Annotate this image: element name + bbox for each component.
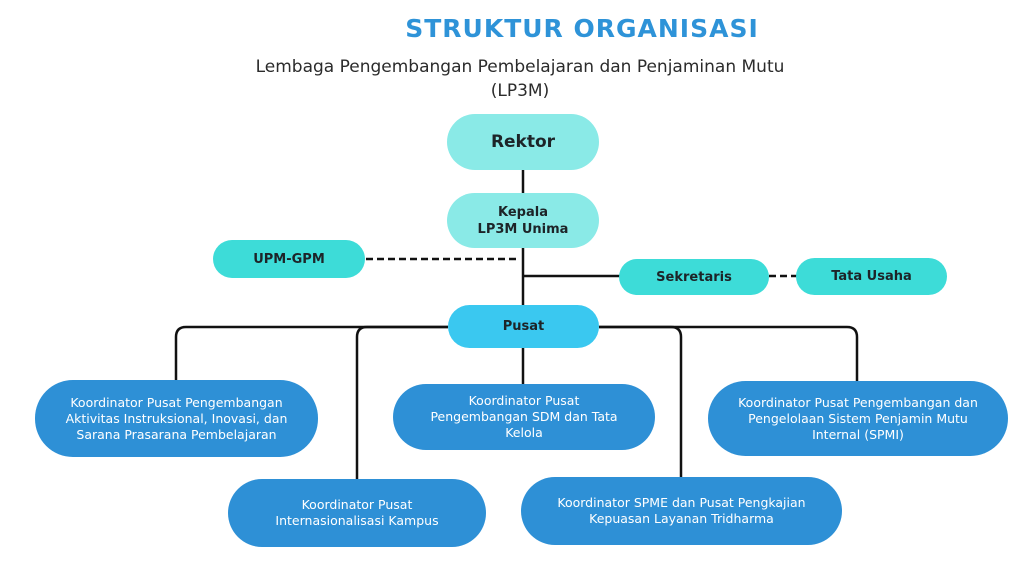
node-koordinator-sdm: Koordinator Pusat Pengembangan SDM dan T… [393, 384, 655, 450]
node-kepala-label: Kepala LP3M Unima [477, 204, 569, 237]
subtitle-line-2: (LP3M) [490, 81, 550, 101]
node-tata-usaha: Tata Usaha [796, 258, 947, 295]
branch-left [174, 325, 448, 381]
node-koordinator-aktivitas: Koordinator Pusat Pengembangan Aktivitas… [35, 380, 318, 457]
node-koordinator-spmi: Koordinator Pusat Pengembangan dan Penge… [708, 381, 1008, 456]
node-sekretaris: Sekretaris [619, 259, 769, 295]
chart-title: STRUKTUR ORGANISASI [405, 14, 759, 43]
node-koordinator-internasionalisasi-label: Koordinator Pusat Internasionalisasi Kam… [275, 497, 439, 528]
branch-left-inner [355, 325, 448, 479]
node-kepala: Kepala LP3M Unima [447, 193, 599, 248]
node-koordinator-internasionalisasi: Koordinator Pusat Internasionalisasi Kam… [228, 479, 486, 547]
node-koordinator-spme-label: Koordinator SPME dan Pusat Pengkajian Ke… [557, 495, 806, 526]
node-koordinator-aktivitas-label: Koordinator Pusat Pengembangan Aktivitas… [65, 394, 288, 442]
subtitle-line-1: Lembaga Pengembangan Pembelajaran dan Pe… [255, 57, 785, 77]
node-koordinator-spme: Koordinator SPME dan Pusat Pengkajian Ke… [521, 477, 842, 545]
chart-subtitle: Lembaga Pengembangan Pembelajaran dan Pe… [200, 55, 840, 103]
node-koordinator-spmi-label: Koordinator Pusat Pengembangan dan Penge… [738, 394, 978, 442]
node-pusat-label: Pusat [502, 319, 545, 334]
node-upm-gpm: UPM-GPM [213, 240, 365, 278]
node-koordinator-sdm-label: Koordinator Pusat Pengembangan SDM dan T… [430, 393, 618, 440]
node-rektor-label: Rektor [490, 132, 556, 152]
node-upm-gpm-label: UPM-GPM [253, 251, 325, 267]
node-tata-usaha-label: Tata Usaha [831, 269, 912, 284]
node-sekretaris-label: Sekretaris [656, 269, 732, 285]
node-rektor: Rektor [447, 114, 599, 170]
node-pusat: Pusat [448, 305, 599, 348]
branch-right [599, 325, 859, 381]
